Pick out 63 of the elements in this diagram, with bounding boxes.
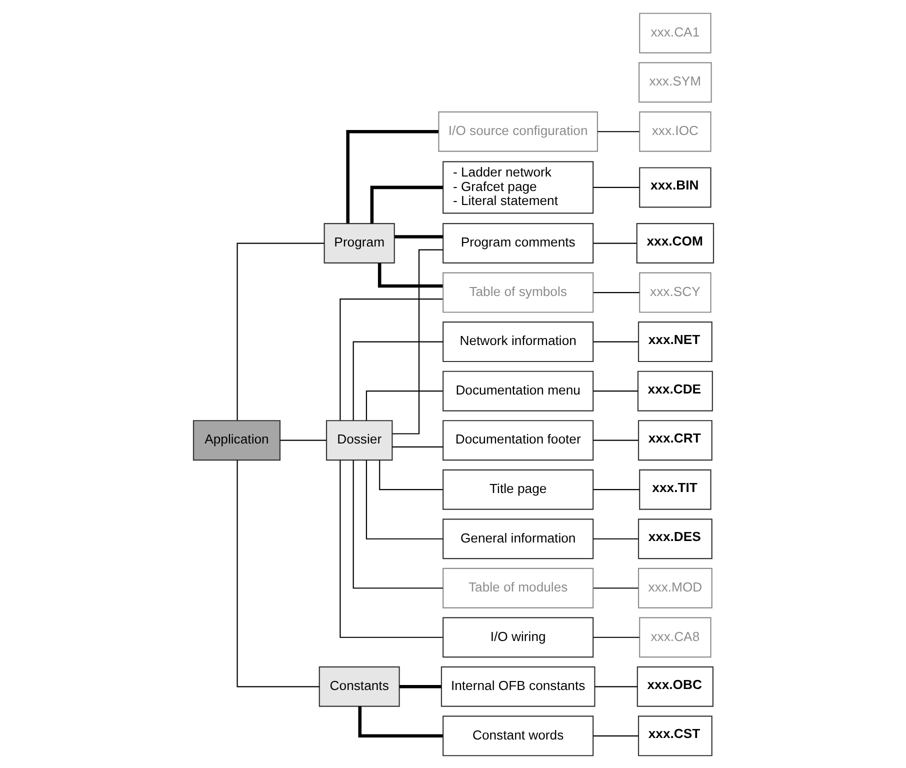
node-box: xxx.CA8: [638, 616, 711, 658]
connector: [597, 130, 639, 132]
node-box: Table of modules: [442, 567, 594, 608]
connector: [378, 460, 442, 490]
node-box: xxx.COM: [636, 222, 714, 264]
connector: [592, 390, 638, 392]
connector: [592, 340, 638, 342]
node-box: xxx.IOC: [638, 110, 711, 152]
node-box: xxx.MOD: [637, 567, 712, 608]
connector: [394, 234, 442, 238]
connector: [592, 587, 638, 588]
connector: [339, 460, 442, 638]
node-box: xxx.CST: [637, 715, 712, 756]
connector: [280, 439, 326, 440]
node-box: xxx.CA1: [638, 12, 711, 53]
node-box: Table of symbols: [442, 272, 594, 312]
node-box: Program: [323, 222, 394, 264]
node-box: Title page: [442, 468, 594, 510]
node-box: - Ladder network - Grafcet page - Literal statement: [442, 160, 594, 214]
connector: [365, 390, 442, 420]
connector: [592, 734, 638, 736]
node-box: xxx.CDE: [636, 370, 712, 411]
connector: [592, 538, 638, 539]
node-box: Documentation menu: [442, 370, 594, 411]
connector: [377, 262, 442, 288]
connector: [365, 460, 442, 539]
node-box: Documentation footer: [442, 420, 594, 460]
node-box: Dossier: [325, 420, 392, 460]
node-box: Internal OFB constants: [440, 666, 595, 706]
node-box: xxx.SYM: [638, 62, 712, 102]
connector: [392, 446, 443, 447]
node-box: xxx.BIN: [638, 166, 711, 208]
node-box: I/O source configuration: [438, 110, 598, 152]
connector: [592, 488, 639, 490]
node-box: xxx.SCY: [638, 272, 711, 312]
node-box: Program comments: [442, 222, 594, 264]
connector: [398, 684, 441, 688]
connector: [358, 706, 442, 738]
connector: [594, 686, 637, 687]
node-box: I/O wiring: [442, 616, 594, 658]
node-box: xxx.DES: [637, 518, 712, 559]
connector: [592, 636, 639, 638]
node-box: Constant words: [442, 715, 594, 756]
node-box: Constants: [318, 666, 400, 706]
node-box: General information: [442, 518, 594, 559]
connector: [346, 129, 438, 223]
node-box: Application: [192, 420, 280, 460]
node-box: xxx.CRT: [637, 420, 712, 460]
node-box: Network information: [442, 321, 594, 362]
connector: [392, 248, 442, 434]
connector: [592, 292, 639, 293]
connector: [352, 460, 442, 588]
connector: [339, 298, 442, 420]
connector: [592, 186, 639, 188]
connector: [236, 242, 324, 420]
connector: [352, 340, 442, 420]
connector: [236, 460, 319, 687]
node-box: xxx.TIT: [638, 468, 711, 510]
connector: [592, 242, 636, 244]
connector: [370, 185, 442, 223]
connector: [592, 439, 638, 440]
node-box: xxx.NET: [637, 321, 712, 362]
node-box: xxx.OBC: [636, 666, 713, 706]
